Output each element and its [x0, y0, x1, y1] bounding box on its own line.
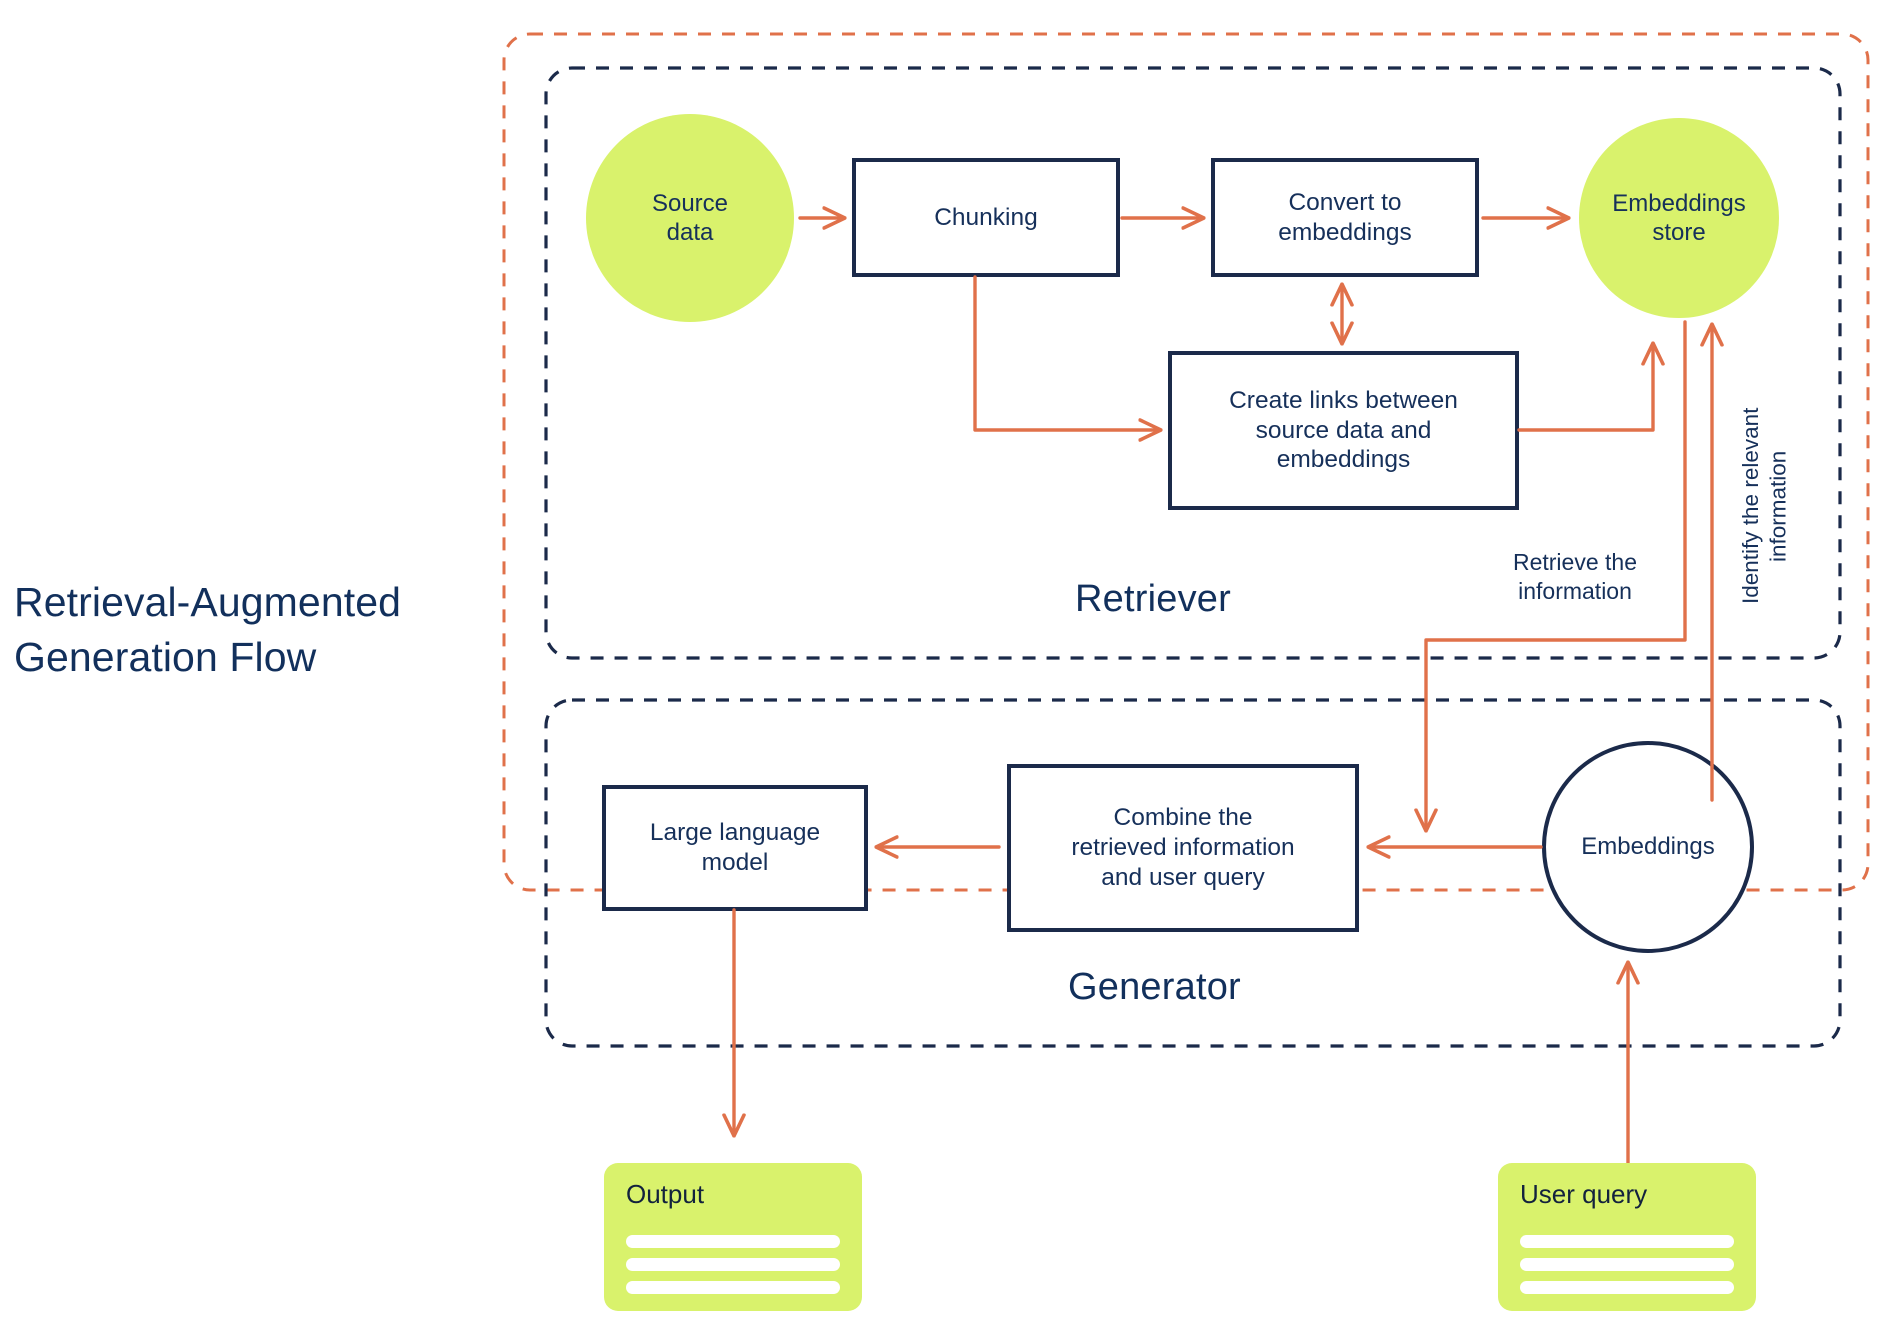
- user-query-card-bar: [1520, 1281, 1734, 1294]
- user-query-card[interactable]: User query: [1498, 1163, 1756, 1311]
- large-language-model-box: [602, 785, 868, 911]
- edge-createlinks-to-store: [1517, 344, 1653, 432]
- user-query-card-bar: [1520, 1235, 1734, 1248]
- edge-store-to-combine: [1426, 320, 1687, 830]
- edge-label-retrieve-the-information: Retrieve the information: [1512, 549, 1637, 604]
- user-query-card-bar: [1520, 1258, 1734, 1271]
- page-title: Retrieval-Augmented Generation Flow: [14, 579, 402, 681]
- edge-label-identify-the-relevant-information: Identify the relevant information: [1738, 407, 1791, 605]
- output-card-bar: [626, 1258, 840, 1271]
- output-card[interactable]: Output: [604, 1163, 862, 1311]
- user-query-card-title: User query: [1520, 1179, 1648, 1209]
- chunking-box: [852, 158, 1120, 277]
- output-card-title: Output: [626, 1179, 705, 1209]
- output-card-bar: [626, 1281, 840, 1294]
- edge-chunking-to-createlinks: [973, 275, 1160, 430]
- combine-box: [1007, 764, 1359, 932]
- create-links-box: [1168, 351, 1519, 510]
- embeddings-store-circle: [1579, 118, 1779, 318]
- output-card-bar: [626, 1235, 840, 1248]
- retriever-dashed-container: [544, 66, 1842, 660]
- embeddings-circle: [1542, 741, 1754, 953]
- convert-to-embeddings-box: [1211, 158, 1479, 277]
- generator-dashed-container: [544, 698, 1842, 1048]
- outer-dashed-container: [502, 32, 1870, 892]
- source-data-circle: [586, 114, 794, 322]
- zone-label-generator: Generator: [1068, 966, 1241, 1008]
- zone-label-retriever: Retriever: [1075, 578, 1231, 620]
